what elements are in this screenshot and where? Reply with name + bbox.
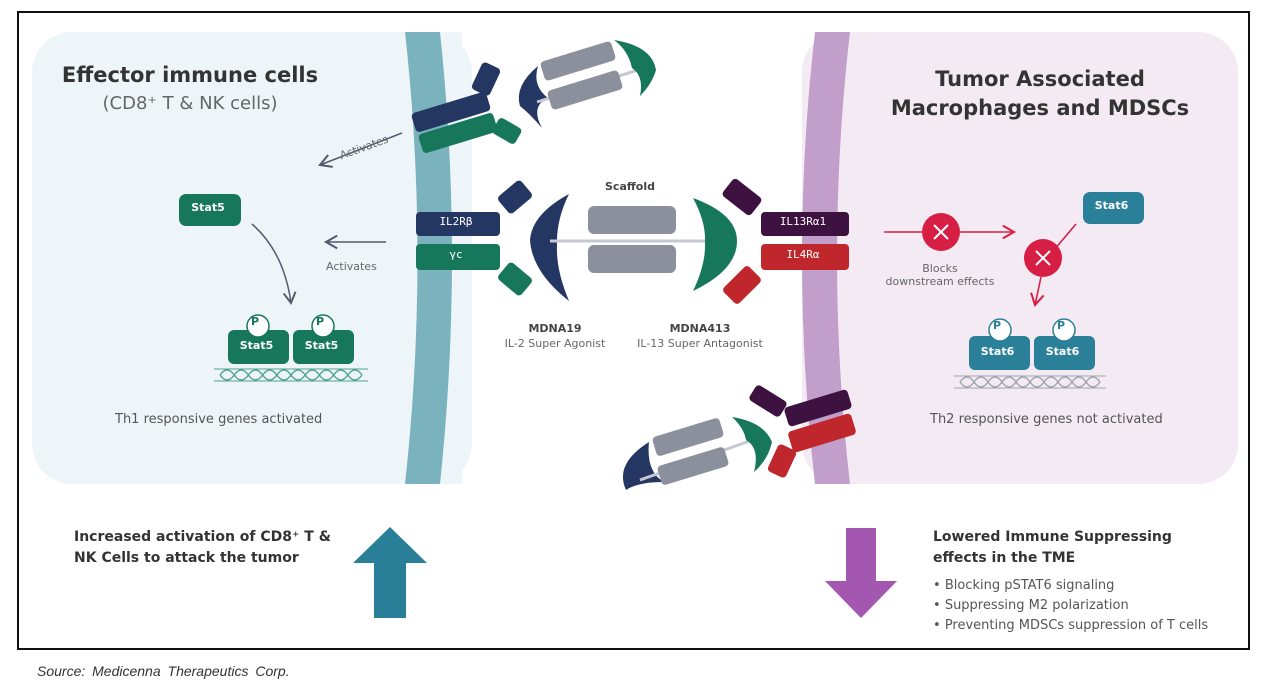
stat6-dimer-left xyxy=(969,336,1030,370)
lowered-suppression-heading: Lowered Immune Suppressing effects in th… xyxy=(933,529,1172,566)
receptor-complex-center xyxy=(416,178,849,304)
phospho-label: P xyxy=(1057,319,1066,332)
dna-strand-line xyxy=(219,373,363,381)
phospho-label: P xyxy=(316,315,325,328)
mdna413-desc: IL-13 Super Antagonist xyxy=(637,337,763,350)
phospho-icon xyxy=(988,318,1012,342)
phospho-icon xyxy=(311,314,335,338)
receptor-complex-top xyxy=(411,40,656,153)
il13ra1-label: IL13Rα1 xyxy=(779,215,827,228)
scaffold-label: Scaffold xyxy=(605,180,655,193)
receptor-complex-bottom xyxy=(622,385,856,490)
gamma-c-label: γc xyxy=(449,248,463,261)
diagram-frame xyxy=(17,11,1250,650)
il4ra-label: IL4Rα xyxy=(786,248,820,261)
suppression-bullet-list: Blocking pSTAT6 signaling Suppressing M2… xyxy=(933,576,1208,636)
mdna19-desc: IL-2 Super Agonist xyxy=(504,337,606,350)
right-panel-bg xyxy=(802,32,1238,484)
left-panel-subtitle: (CD8⁺ T & NK cells) xyxy=(102,93,278,114)
mdna413-ligand xyxy=(693,198,737,291)
il2rb-label: IL2Rβ xyxy=(439,215,473,228)
down-arrow-icon xyxy=(825,528,897,618)
phospho-icon xyxy=(246,314,270,338)
right-panel-title-line2: Macrophages and MDSCs xyxy=(890,96,1190,120)
stat6-dimer-label: Stat6 xyxy=(1045,345,1080,358)
up-arrow-icon xyxy=(353,527,427,618)
phospho-label: P xyxy=(993,319,1002,332)
activates-label-2: Activates xyxy=(326,260,377,273)
blocks-label-2: downstream effects xyxy=(885,275,995,288)
bullet-item: Suppressing M2 polarization xyxy=(933,596,1208,616)
bullet-item: Blocking pSTAT6 signaling xyxy=(933,576,1208,596)
stat5-free-box xyxy=(179,194,241,226)
stat5-arrow xyxy=(251,223,297,305)
dna-strand-right xyxy=(954,375,1106,389)
diagram-canvas xyxy=(32,32,1238,618)
stat6-dimer-right xyxy=(1034,336,1095,370)
blocks-label: Blocks xyxy=(922,262,958,275)
phospho-icon xyxy=(1052,318,1076,342)
increased-activation-text: Increased activation of CD8⁺ T & NK Cell… xyxy=(74,529,331,566)
mdna413-name: MDNA413 xyxy=(669,322,731,335)
stat5-free-label: Stat5 xyxy=(191,201,225,214)
stat5-dimer-left xyxy=(228,330,289,364)
stat5-dimer-label: Stat5 xyxy=(304,339,339,352)
source-caption: Source: Medicenna Therapeutics Corp. xyxy=(37,663,290,679)
stat6-dimer-label: Stat6 xyxy=(980,345,1015,358)
left-panel-title: Effector immune cells xyxy=(61,63,319,87)
th2-genes-label: Th2 responsive genes not activated xyxy=(930,412,1163,427)
mdna19-name: MDNA19 xyxy=(528,322,582,335)
stat5-dimer-right xyxy=(293,330,354,364)
stat6-free-box xyxy=(1083,192,1144,224)
bullet-item: Preventing MDSCs suppression of T cells xyxy=(933,616,1208,636)
th1-genes-label: Th1 responsive genes activated xyxy=(115,412,323,427)
left-panel-bg xyxy=(32,32,472,484)
scaffold-top xyxy=(588,206,676,234)
phospho-label: P xyxy=(251,315,260,328)
stat6-free-label: Stat6 xyxy=(1094,199,1129,212)
mdna19-ligand xyxy=(530,194,569,301)
scaffold-bottom xyxy=(588,245,676,273)
right-panel-title-line1: Tumor Associated xyxy=(935,67,1145,91)
dna-strand-line xyxy=(959,380,1101,388)
dna-strand-left xyxy=(214,368,368,382)
activates-arrow-1 xyxy=(318,132,403,168)
stat5-dimer-label: Stat5 xyxy=(239,339,274,352)
